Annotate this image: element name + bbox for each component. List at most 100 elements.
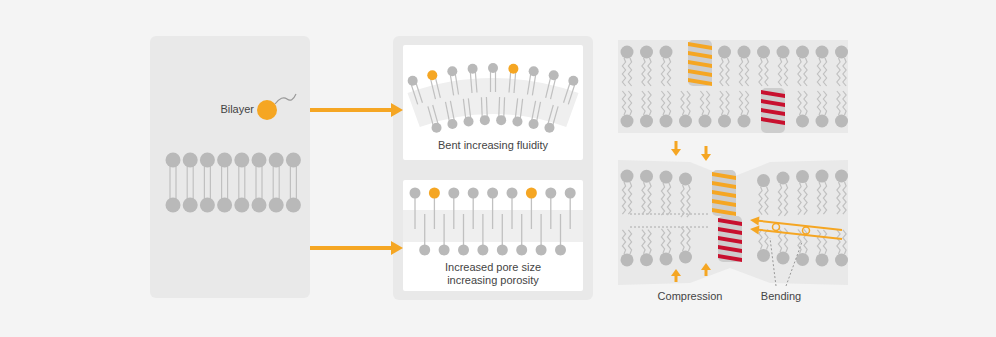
lipid-head — [507, 188, 518, 199]
lipid-head — [621, 253, 634, 266]
lipid-tail — [540, 214, 541, 245]
lipid-tail — [642, 91, 645, 115]
lipid-tail — [261, 166, 262, 199]
lipid-tail — [443, 214, 444, 245]
lipid-tail — [667, 58, 670, 86]
lipid-tail — [778, 184, 781, 216]
lipid-head — [777, 252, 790, 265]
lipid-head — [217, 153, 232, 168]
leader-line — [770, 238, 776, 286]
arrow-head — [391, 241, 403, 255]
lipid-tail — [759, 58, 762, 86]
bending-arrow-head — [750, 226, 759, 235]
compression-arrow-head — [701, 263, 711, 270]
lipid-head — [568, 76, 578, 86]
lipid-tail — [681, 91, 684, 115]
lipid-tail — [473, 198, 474, 229]
lipid-head — [166, 198, 181, 213]
lipid-tail — [511, 198, 512, 229]
compression-arrow — [705, 146, 708, 155]
helix-stripe — [712, 172, 736, 180]
lipid-head — [816, 170, 829, 183]
lipid-tail — [720, 91, 723, 115]
helix-stripe — [718, 218, 742, 226]
helix-body — [761, 88, 785, 133]
lipid-tail — [648, 58, 651, 86]
lipid-head — [477, 245, 488, 256]
lipid-tail — [648, 230, 651, 254]
lipid-tail — [687, 227, 690, 251]
lipid-tail — [667, 91, 670, 115]
lipid-head — [200, 153, 215, 168]
lipid-head — [526, 188, 537, 199]
lipid-tail — [622, 230, 625, 254]
lipid-tail — [193, 166, 194, 199]
lipid-tail — [798, 58, 801, 86]
lipid-tail — [642, 230, 645, 254]
lipid-tail — [765, 187, 768, 215]
lipid-tail — [210, 166, 211, 199]
lipid-head — [816, 253, 829, 266]
lipid-head — [252, 198, 267, 213]
helix-body — [712, 170, 736, 216]
lipid-tail — [745, 91, 748, 115]
lipid-head — [286, 198, 301, 213]
lipid-tail — [804, 91, 807, 115]
lipid-head — [487, 188, 498, 199]
lipid-head — [529, 66, 539, 76]
lipid-tail — [482, 214, 483, 245]
lipid-tail — [726, 91, 729, 115]
lipid-head — [621, 170, 634, 183]
lipid-tail — [798, 91, 801, 115]
lipid-tail — [700, 91, 703, 115]
bending-marker — [803, 227, 810, 234]
lipid-tail — [570, 198, 571, 229]
arrow-head — [391, 103, 403, 117]
lipid-head — [679, 250, 692, 263]
lipid-tail — [531, 198, 532, 229]
lipid-tail — [837, 58, 840, 86]
lipid-tail — [706, 91, 709, 115]
lipid-tail — [661, 229, 664, 253]
lipid-tail — [521, 214, 522, 245]
lipid-head — [166, 153, 181, 168]
membrane-band — [407, 78, 578, 127]
bent-membrane-box: Bent increasing fluidity — [403, 45, 583, 160]
lipid-head — [234, 153, 249, 168]
lipid-head — [738, 46, 751, 59]
lipid-head — [835, 170, 848, 183]
lipid-tail — [817, 182, 820, 214]
bilayer-panel: Bilayer — [150, 36, 310, 298]
helix-body — [688, 40, 712, 86]
lipid-tail — [642, 182, 645, 214]
lipid-head — [777, 46, 790, 59]
lipid-tail — [726, 58, 729, 86]
lipid-head — [183, 153, 198, 168]
lipid-head — [796, 46, 809, 59]
lipid-head — [621, 46, 634, 59]
lipid-head — [660, 115, 673, 128]
lipid-head — [480, 115, 490, 125]
lipid-tail — [784, 228, 787, 252]
lipid-tail — [843, 230, 846, 254]
lipid-tail — [628, 91, 631, 115]
helix-stripe — [761, 90, 785, 98]
lipid-head — [508, 64, 518, 74]
bilayer-label: Bilayer — [220, 103, 254, 116]
lipid-tail — [622, 91, 625, 115]
lipid-head — [468, 188, 479, 199]
helix-stripe — [688, 60, 712, 68]
lipid-head — [796, 115, 809, 128]
lipid-tail — [759, 187, 762, 215]
lipid-head — [544, 123, 554, 133]
lipid-head — [269, 198, 284, 213]
lipid-head — [234, 198, 249, 213]
dashed-guide — [630, 227, 708, 228]
compression-arrow — [675, 275, 678, 282]
lipid-tail — [804, 58, 807, 86]
lipid-tail — [290, 166, 291, 199]
flow-arrow — [310, 246, 392, 250]
lipid-head — [757, 174, 770, 187]
lipid-tail — [622, 182, 625, 214]
compression-arrow-head — [671, 149, 681, 156]
